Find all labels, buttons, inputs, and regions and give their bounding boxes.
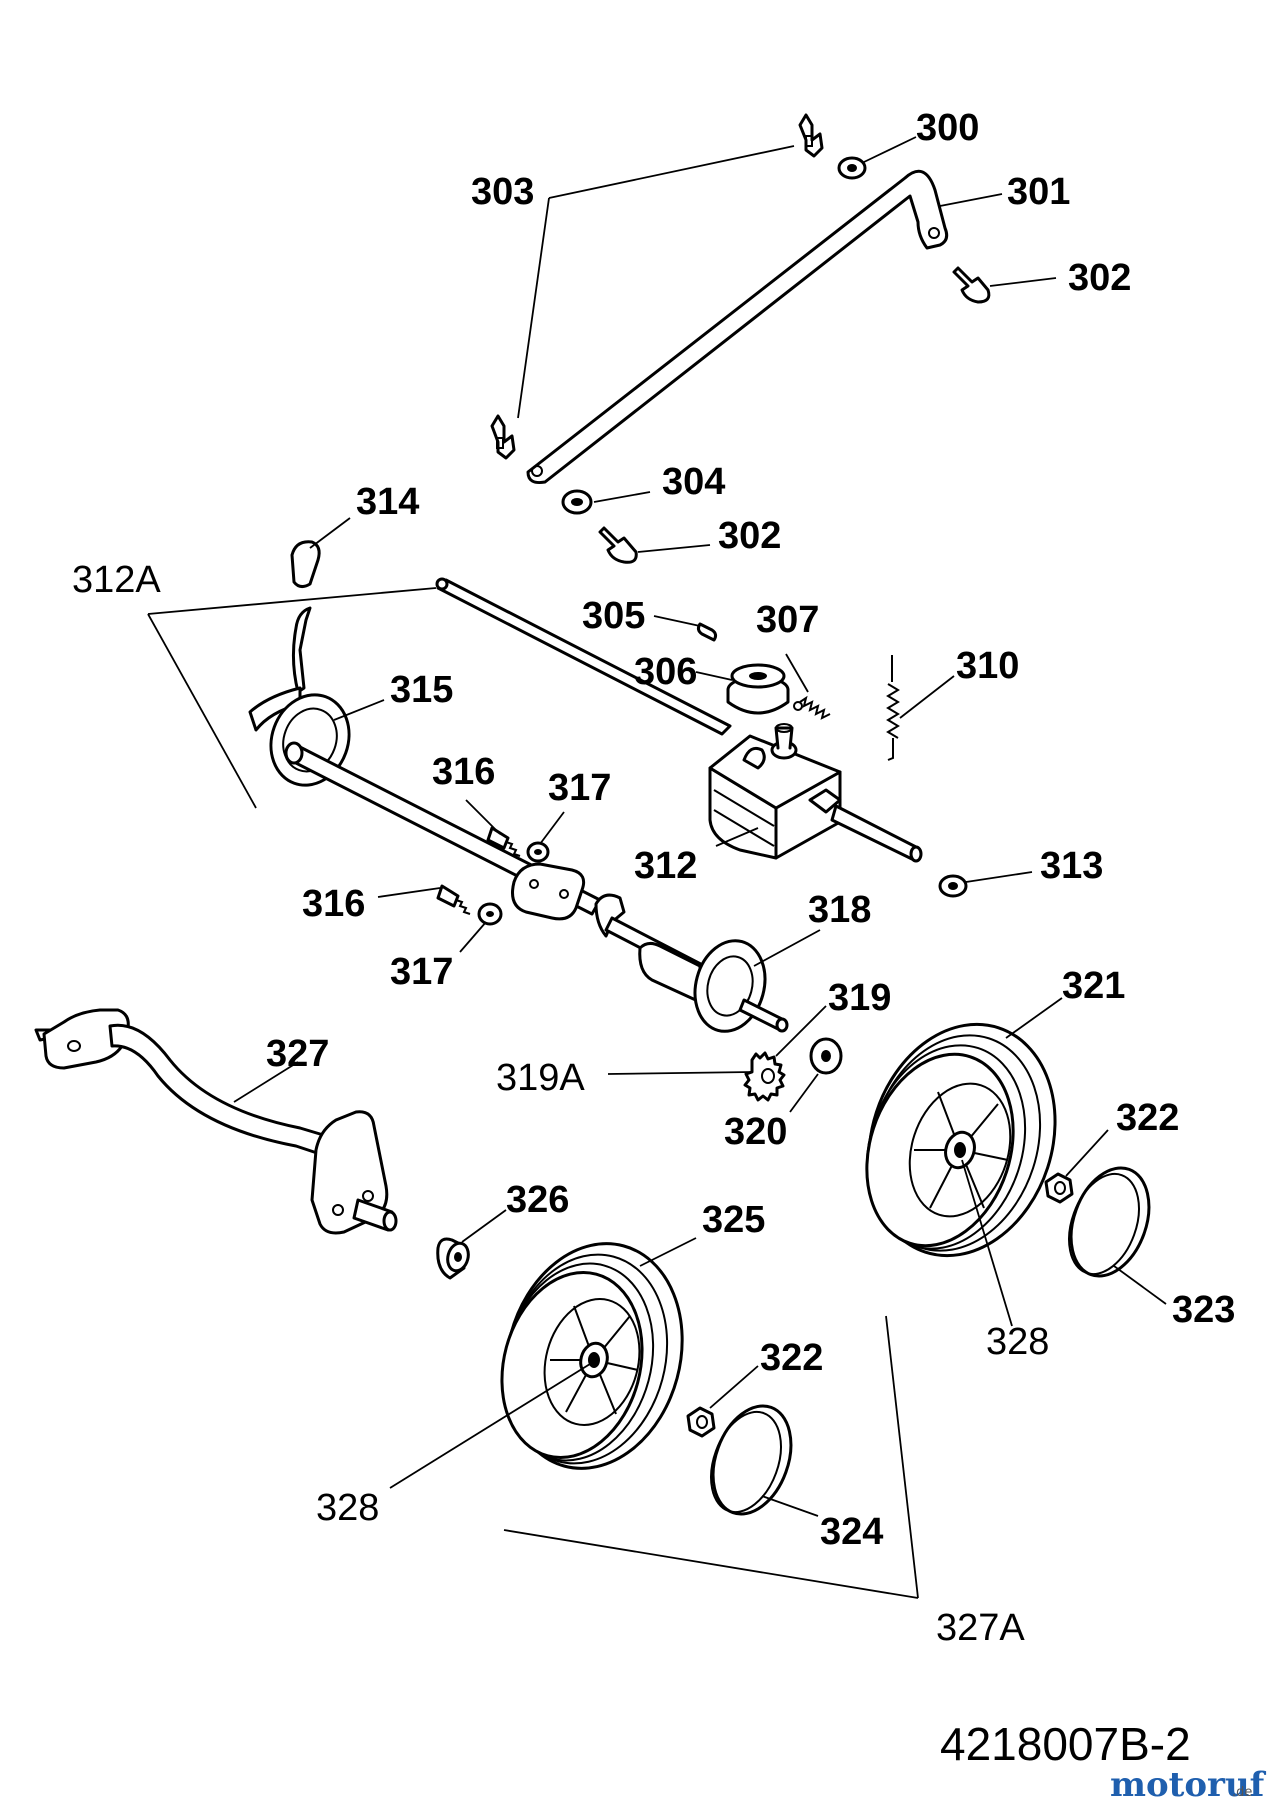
knob-314	[290, 540, 321, 589]
label-304: 304	[662, 461, 725, 503]
washer-317-upper	[526, 841, 550, 863]
bushing-326	[436, 1237, 470, 1280]
pin-302-lower	[598, 526, 638, 564]
label-322-lower: 322	[760, 1337, 823, 1379]
label-325: 325	[702, 1199, 765, 1241]
label-313: 313	[1040, 845, 1103, 887]
nut-322-upper	[1044, 1172, 1074, 1204]
clip-303-upper	[798, 113, 824, 158]
label-305: 305	[582, 595, 645, 637]
hub-cap-324	[710, 1404, 793, 1516]
label-317-lower: 317	[390, 951, 453, 993]
spring-307	[793, 695, 831, 720]
bolt-316-lower	[436, 884, 471, 915]
washer-300	[837, 156, 867, 180]
label-326: 326	[506, 1179, 569, 1221]
pin-302-upper	[952, 266, 991, 304]
label-306: 306	[634, 651, 697, 693]
label-316-lower: 316	[302, 883, 365, 925]
pulley-306	[726, 663, 790, 715]
pin-305	[696, 622, 718, 642]
label-303: 303	[471, 171, 534, 213]
label-319: 319	[828, 977, 891, 1019]
nut-322-lower	[686, 1406, 716, 1438]
mount-plate	[511, 862, 586, 921]
label-324: 324	[820, 1511, 883, 1553]
label-328-upper: 328	[986, 1321, 1049, 1363]
label-302-lower: 302	[718, 515, 781, 557]
gear-319A	[743, 1051, 786, 1102]
washer-304	[561, 489, 593, 515]
label-328-lower: 328	[316, 1487, 379, 1529]
washer-313	[938, 874, 968, 898]
wheel-325	[500, 1242, 684, 1470]
label-312: 312	[634, 845, 697, 887]
lever-rod-301	[526, 169, 949, 484]
watermark-suffix: .de	[1232, 1785, 1252, 1800]
label-301: 301	[1007, 171, 1070, 213]
leader-lines	[147, 136, 1167, 1599]
watermark-brand: motoruf	[1110, 1765, 1267, 1800]
washer-320	[809, 1037, 843, 1075]
label-322-upper: 322	[1116, 1097, 1179, 1139]
front-axle-327	[34, 1008, 398, 1235]
label-327A: 327A	[936, 1607, 1025, 1649]
wheel-321	[865, 1022, 1057, 1258]
label-323: 323	[1172, 1289, 1235, 1331]
label-320: 320	[724, 1111, 787, 1153]
label-310: 310	[956, 645, 1019, 687]
clip-303-lower	[490, 414, 516, 460]
label-314: 314	[356, 481, 419, 523]
callout-labels: 300 301 302 303 304 302 314 312A 305 307…	[72, 107, 1235, 1649]
washer-317-lower	[477, 902, 503, 926]
bolt-316-upper	[486, 826, 521, 857]
document-number: 4218007B-2	[940, 1718, 1191, 1770]
label-317-upper: 317	[548, 767, 611, 809]
watermark-logo: motoruf .de	[1110, 1765, 1267, 1800]
label-315: 315	[390, 669, 453, 711]
label-300: 300	[916, 107, 979, 149]
gearbox-312	[708, 723, 923, 863]
label-307: 307	[756, 599, 819, 641]
label-302-upper: 302	[1068, 257, 1131, 299]
spring-310	[886, 655, 900, 761]
label-319A: 319A	[496, 1057, 585, 1099]
label-312A: 312A	[72, 559, 161, 601]
label-316-upper: 316	[432, 751, 495, 793]
cam-assembly-318	[594, 893, 789, 1033]
label-321: 321	[1062, 965, 1125, 1007]
label-327: 327	[266, 1033, 329, 1075]
label-318: 318	[808, 889, 871, 931]
hub-cap-323	[1068, 1166, 1151, 1278]
drive-shaft-312A	[435, 577, 732, 736]
